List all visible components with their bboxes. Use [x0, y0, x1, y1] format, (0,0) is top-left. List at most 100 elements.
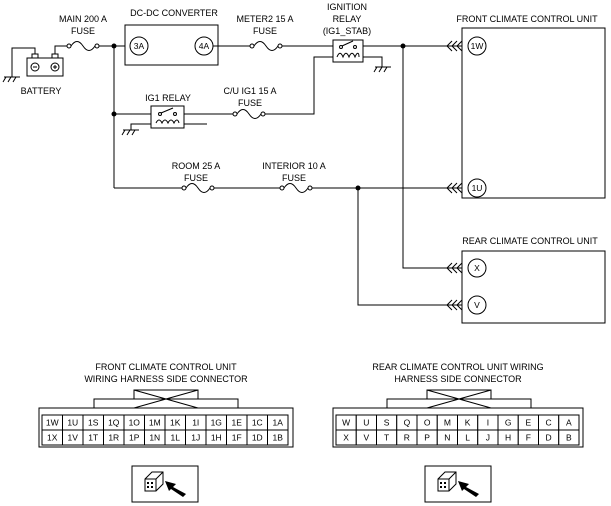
meter2-fuse-label-2: FUSE [253, 26, 277, 36]
front-connector-pin-label: 1U [67, 418, 78, 428]
rear-connector-pin-label: P [424, 433, 430, 443]
rear-connector-pin-label: V [364, 433, 370, 443]
room-fuse-label-2: FUSE [184, 173, 208, 183]
front-connector-pin-label: 1K [170, 418, 181, 428]
fuse-icon [232, 109, 266, 119]
ig1-relay-ground-wire [130, 123, 151, 130]
front-1u-terminal [467, 178, 487, 198]
rear-connector-title-1: REAR CLIMATE CONTROL UNIT WIRING [372, 362, 543, 372]
front-unit-label: FRONT CLIMATE CONTROL UNIT [456, 14, 598, 24]
rear-connector-pin-label: J [486, 433, 490, 443]
rear-connector-pin-label: E [526, 418, 532, 428]
interior-fuse-label-1: INTERIOR 10 A [262, 161, 326, 171]
rear-connector-pin-label: N [444, 433, 450, 443]
main-fuse-label-2: FUSE [71, 26, 95, 36]
battery-label: BATTERY [21, 86, 62, 96]
fuse-icon [249, 41, 283, 51]
battery-icon [26, 53, 64, 77]
rear-v-wire [357, 188, 462, 306]
front-connector-pin-label: 1I [192, 418, 199, 428]
fuse-icon [181, 183, 215, 193]
battery-positive-wire [54, 45, 67, 54]
room-fuse-label-1: ROOM 25 A [172, 161, 221, 171]
connector-arrow-icon [446, 262, 463, 274]
front-1w-label: 1W [471, 41, 484, 51]
front-connector-pin-label: 1S [88, 418, 99, 428]
ground-icon [373, 66, 391, 73]
ignition-relay-label-2: RELAY [333, 14, 362, 24]
rear-connector-pin-label: U [363, 418, 369, 428]
ign-relay-ground-wire [363, 56, 383, 67]
rear-connector-pin-label: T [384, 433, 389, 443]
connector-view-icon [131, 465, 199, 503]
front-connector-pin-label: 1L [171, 433, 181, 443]
front-connector-pin-label: 1A [273, 418, 284, 428]
dcdc-in-terminal [129, 36, 149, 56]
ground-icon [121, 129, 139, 136]
rear-connector-pin-label: O [424, 418, 431, 428]
rear-connector-pin-cell [558, 429, 580, 446]
relay-icon [150, 105, 185, 129]
rear-connector-pin-label: G [505, 418, 512, 428]
front-connector-pin-label: 1C [252, 418, 263, 428]
rear-connector-pin-label: W [342, 418, 350, 428]
rear-connector-pin-label: Q [404, 418, 411, 428]
rear-connector-pin-label: F [526, 433, 531, 443]
front-connector-title-1: FRONT CLIMATE CONTROL UNIT [95, 362, 237, 372]
rear-v-terminal [467, 295, 487, 315]
front-connector-title-2: WIRING HARNESS SIDE CONNECTOR [84, 374, 248, 384]
rear-x-wire [402, 46, 462, 269]
ground-icon [2, 76, 20, 83]
rear-connector-pin-label: A [566, 418, 572, 428]
rear-connector-pin-label: K [465, 418, 471, 428]
rear-connector-pin-label: M [444, 418, 451, 428]
battery-ground-wire [11, 47, 36, 77]
rear-x-label: X [474, 263, 480, 273]
rear-connector-pin-label: B [566, 433, 572, 443]
front-connector-pin-label: 1G [211, 418, 222, 428]
rear-v-label: V [474, 300, 480, 310]
ignition-relay-label-3: (IG1_STAB) [323, 26, 371, 36]
front-connector-pin-label: 1H [211, 433, 222, 443]
front-connector-pin-label: 1Q [108, 418, 120, 428]
rear-x-terminal [467, 258, 487, 278]
cu-ig1-fuse-label-1: C/U IG1 15 A [223, 86, 276, 96]
cu-ig1-fuse-label-2: FUSE [238, 98, 262, 108]
front-connector-pin-label: 1J [191, 433, 200, 443]
relay-icon [332, 39, 364, 63]
fuse-icon [66, 41, 100, 51]
rear-connector-pin-label: X [343, 433, 349, 443]
front-connector-pin-label: 1F [232, 433, 242, 443]
front-connector-pin-label: 1T [88, 433, 98, 443]
front-climate-control-unit [461, 27, 606, 199]
front-connector-pin-label: 1B [273, 433, 284, 443]
rear-connector-pin-label: R [404, 433, 410, 443]
fuse-icon [279, 183, 313, 193]
ign-relay-coil-wire [265, 56, 333, 115]
dcdc-converter-label: DC-DC CONVERTER [130, 8, 218, 18]
front-connector-pin-label: 1X [47, 433, 58, 443]
front-connector-pin-label: 1V [68, 433, 79, 443]
connector-view-icon [424, 465, 492, 503]
front-connector-pin-label: 1W [46, 418, 59, 428]
connector-arrow-icon [446, 40, 463, 52]
meter2-fuse-label-1: METER2 15 A [236, 14, 293, 24]
rear-unit-label: REAR CLIMATE CONTROL UNIT [462, 236, 598, 246]
front-1w-terminal [467, 36, 487, 56]
rear-connector-pin-label: L [465, 433, 470, 443]
front-connector-pin-label: 1D [252, 433, 263, 443]
front-connector-pin-label: 1N [149, 433, 160, 443]
connector-arrow-icon [446, 182, 463, 194]
ig1-relay-label: IG1 RELAY [145, 93, 191, 103]
front-connector-pin-label: 1O [129, 418, 141, 428]
front-connector-pin-label: 1E [232, 418, 243, 428]
connector-arrow-icon [446, 299, 463, 311]
interior-fuse-label-2: FUSE [282, 173, 306, 183]
rear-connector-pin-label: D [546, 433, 552, 443]
dcdc-in-label: 3A [134, 41, 145, 51]
front-connector-pin-label: 1P [129, 433, 140, 443]
